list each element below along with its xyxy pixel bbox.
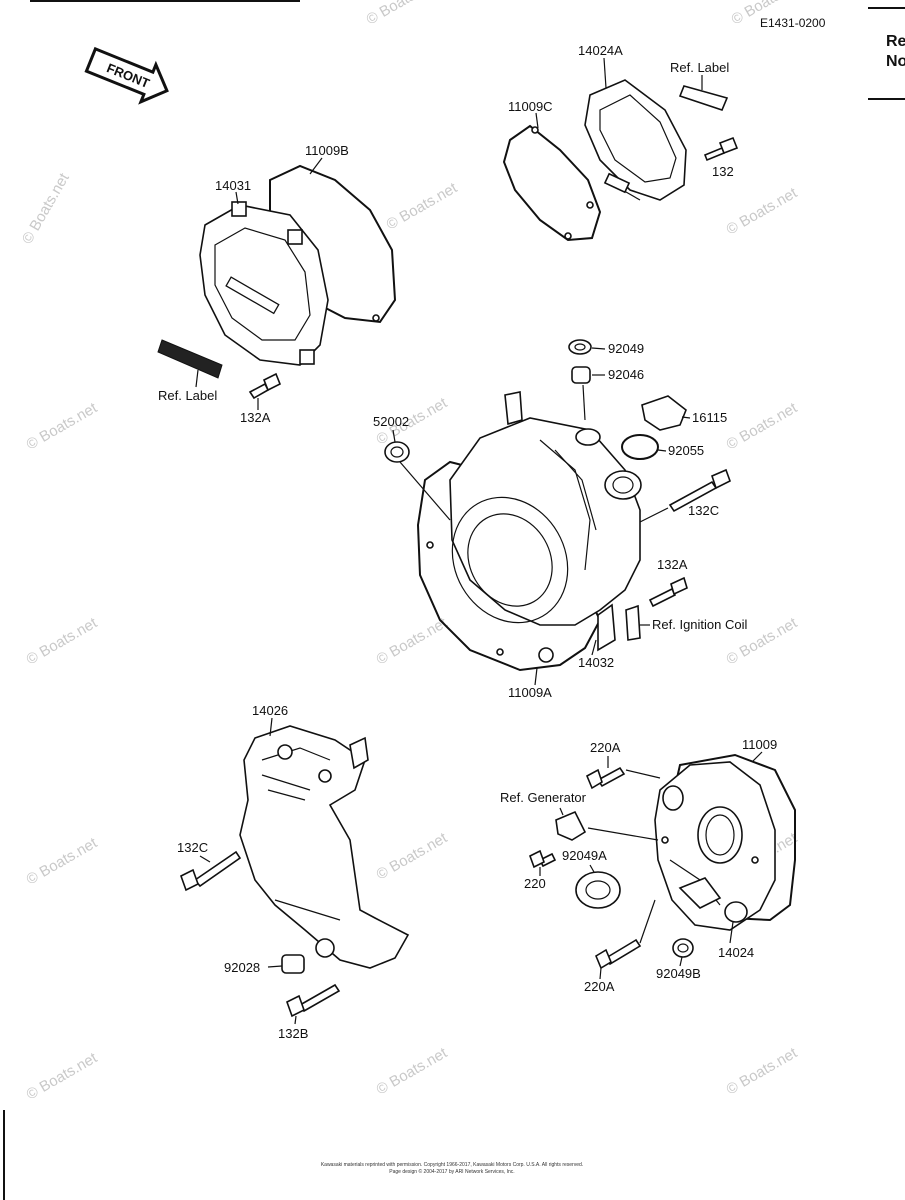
front-arrow-icon: FRONT [84, 46, 169, 105]
side-note-1: Re [886, 33, 905, 50]
collar-92028 [281, 954, 305, 974]
watermark-text: © Boats.net [24, 1049, 101, 1103]
footer-page-design: Page design © 2004-2017 by ARI Network S… [389, 1168, 514, 1175]
bolt-220a-top [585, 766, 626, 790]
gasket-11009c [502, 124, 602, 242]
ref-label-top-icon [678, 85, 729, 111]
footer-copyright: Kawasaki materials reprinted with permis… [321, 1162, 583, 1168]
guard-14026 [239, 725, 410, 969]
cover-14024 [654, 761, 776, 931]
watermark-text: © Boats.net [724, 1044, 801, 1098]
watermark-text: © Boats.net [19, 170, 73, 247]
callout-92028: 92028 [224, 960, 260, 975]
bolt-132a-top [248, 372, 282, 400]
watermark-text: © Boats.net [384, 179, 461, 233]
bolt-132b [286, 983, 341, 1018]
bolt-220a-bottom [594, 938, 642, 970]
bolt-132c-right [668, 468, 731, 513]
side-note-2: No [886, 53, 905, 70]
seal-52002 [384, 441, 410, 463]
watermark-text: © Boats.net [24, 399, 101, 453]
callout-92049: 92049 [608, 341, 644, 356]
callout-ref-label-top: Ref. Label [670, 60, 729, 75]
callout-132: 132 [712, 164, 734, 179]
callout-ref-label-left: Ref. Label [158, 388, 217, 403]
watermark-text: © Boats.net [724, 399, 801, 453]
callout-14031: 14031 [215, 178, 251, 193]
ref-generator-icon [555, 810, 587, 841]
watermark-text: © Boats.net [24, 834, 101, 888]
cap-16115 [641, 395, 687, 431]
callout-92055: 92055 [668, 443, 704, 458]
oil-seal-92049b [672, 938, 694, 958]
oil-seal-92049-top [568, 339, 592, 355]
watermarks: © Boats.net © Boats.net © Boats.net © Bo… [19, 0, 806, 1103]
callout-132a-top: 132A [240, 410, 271, 425]
watermark-text: © Boats.net [724, 184, 801, 238]
watermark-text: © Boats.net [374, 1044, 451, 1098]
housing-14032 [449, 391, 642, 652]
callout-14026: 14026 [252, 703, 288, 718]
bolt-132 [703, 136, 739, 162]
watermark-text: © Boats.net [374, 829, 451, 883]
callout-14024: 14024 [718, 945, 754, 960]
callout-11009b: 11009B [305, 143, 349, 158]
ref-ignition-coil-icon [625, 604, 641, 641]
ref-label-left-icon [157, 339, 223, 379]
bolt-132c-left [180, 850, 242, 892]
o-ring-92055 [621, 434, 659, 460]
callout-ref-ignition-coil: Ref. Ignition Coil [652, 617, 747, 632]
watermark-text: © Boats.net [24, 614, 101, 668]
callout-132c-left: 132C [177, 840, 208, 855]
callout-132b: 132B [278, 1026, 308, 1041]
watermark-text: © Boats.net [374, 614, 451, 668]
callout-220a-bottom: 220A [584, 979, 615, 994]
callout-11009c: 11009C [508, 99, 553, 114]
callout-16115: 16115 [692, 410, 727, 425]
cover-14031 [199, 201, 329, 366]
callout-11009: 11009 [742, 737, 777, 752]
bushing-92046 [571, 366, 591, 384]
callout-14032: 14032 [578, 655, 614, 670]
diagram-code: E1431-0200 [760, 16, 826, 30]
callout-220: 220 [524, 876, 546, 891]
cover-14024a [584, 79, 687, 201]
callout-220a-top: 220A [590, 740, 621, 755]
callout-52002: 52002 [373, 414, 409, 429]
watermark-text: © Boats.net [364, 0, 441, 28]
callout-92049a: 92049A [562, 848, 607, 863]
oil-seal-92049a [575, 871, 621, 909]
callout-92049b: 92049B [656, 966, 701, 981]
callout-14024a: 14024A [578, 43, 623, 58]
callout-11009a: 11009A [508, 685, 552, 700]
callout-132c-right: 132C [688, 503, 719, 518]
bolt-132a-mid [648, 576, 688, 608]
callout-92046: 92046 [608, 367, 644, 382]
callout-132a-mid: 132A [657, 557, 688, 572]
callout-ref-generator: Ref. Generator [500, 790, 587, 805]
bolt-220 [529, 849, 557, 869]
